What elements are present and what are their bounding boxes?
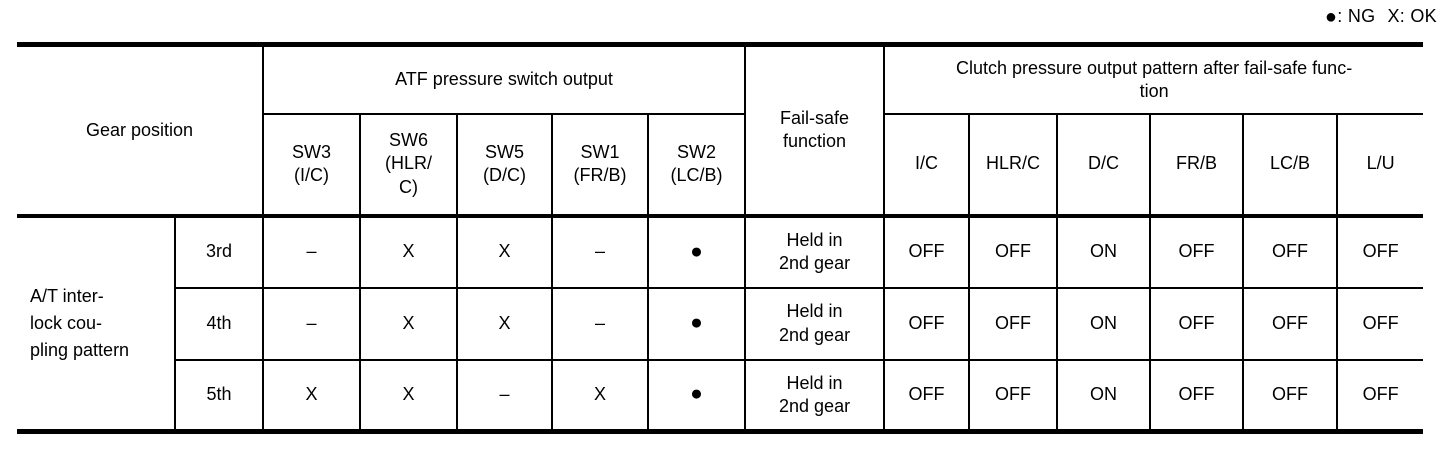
- legend-ok-label: : OK: [1399, 6, 1437, 26]
- gear-cell-5th: 5th: [174, 358, 264, 434]
- cell-5th-sw6: X: [359, 358, 458, 434]
- cell-5th-dc: ON: [1056, 358, 1152, 434]
- header-lcb: LC/B: [1242, 112, 1339, 218]
- cell-3rd-sw5: X: [456, 214, 553, 289]
- cell-3rd-lu: OFF: [1336, 214, 1424, 289]
- cell-3rd-ic: OFF: [883, 214, 971, 289]
- cell-3rd-dc: ON: [1056, 214, 1152, 289]
- cell-3rd-sw3: –: [262, 214, 361, 289]
- cell-4th-lu: OFF: [1336, 286, 1424, 361]
- cell-3rd-fail-safe: Held in 2nd gear: [744, 214, 886, 289]
- legend-ok-symbol: X: [1387, 6, 1400, 26]
- cell-5th-hlrc: OFF: [968, 358, 1059, 434]
- header-sw6: SW6 (HLR/ C): [359, 112, 458, 218]
- cell-3rd-sw6: X: [359, 214, 458, 289]
- cell-5th-lcb: OFF: [1242, 358, 1339, 434]
- cell-3rd-hlrc: OFF: [968, 214, 1059, 289]
- cell-3rd-sw1: –: [551, 214, 649, 289]
- header-sw2: SW2 (LC/B): [646, 112, 747, 218]
- gear-cell-4th: 4th: [174, 286, 264, 361]
- header-sw3: SW3 (I/C): [262, 112, 361, 218]
- cell-5th-frb: OFF: [1149, 358, 1245, 434]
- cell-4th-ic: OFF: [883, 286, 971, 361]
- cell-4th-sw1: –: [551, 286, 649, 361]
- cell-4th-fail-safe: Held in 2nd gear: [744, 286, 886, 361]
- cell-5th-sw5: –: [456, 358, 553, 434]
- cell-5th-fail-safe: Held in 2nd gear: [744, 358, 886, 434]
- table-row-5th: 5th X X – X ● Held in 2nd gear OFF OFF O…: [17, 358, 1424, 434]
- header-atf-group: ATF pressure switch output: [261, 42, 747, 115]
- legend-ng-label: : NG: [1337, 6, 1376, 26]
- header-sw1: SW1 (FR/B): [551, 112, 649, 218]
- cell-5th-sw3: X: [262, 358, 361, 434]
- cell-4th-sw6: X: [359, 286, 458, 361]
- cell-3rd-sw2: ●: [646, 214, 747, 289]
- header-hlrc: HLR/C: [968, 112, 1059, 218]
- header-frb: FR/B: [1149, 112, 1245, 218]
- cell-5th-ic: OFF: [883, 358, 971, 434]
- cell-4th-sw3: –: [262, 286, 361, 361]
- header-sw5: SW5 (D/C): [456, 112, 553, 218]
- legend: ●: NG X: OK: [1325, 6, 1437, 29]
- header-dc: D/C: [1056, 112, 1152, 218]
- header-clutch-group: Clutch pressure output pattern after fai…: [883, 42, 1424, 115]
- gear-cell-3rd: 3rd: [174, 214, 264, 289]
- table-row-3rd: A/T inter- lock cou- pling pattern 3rd –…: [17, 214, 1424, 434]
- cell-4th-sw5: X: [456, 286, 553, 361]
- header-gear-position: Gear position: [17, 42, 264, 218]
- cell-4th-frb: OFF: [1149, 286, 1245, 361]
- cell-3rd-frb: OFF: [1149, 214, 1245, 289]
- cell-5th-lu: OFF: [1336, 358, 1424, 434]
- fail-safe-function-table: Gear position ATF pressure switch output…: [17, 42, 1424, 434]
- cell-4th-sw2: ●: [646, 286, 747, 361]
- cell-4th-lcb: OFF: [1242, 286, 1339, 361]
- row-group-label: A/T inter- lock cou- pling pattern: [17, 214, 176, 434]
- legend-ng-dot-icon: ●: [1324, 6, 1338, 28]
- cell-5th-sw2: ●: [646, 358, 747, 434]
- cell-4th-hlrc: OFF: [968, 286, 1059, 361]
- cell-4th-dc: ON: [1056, 286, 1152, 361]
- cell-3rd-lcb: OFF: [1242, 214, 1339, 289]
- header-fail-safe: Fail-safe function: [744, 42, 886, 218]
- header-lu: L/U: [1336, 112, 1424, 218]
- cell-5th-sw1: X: [551, 358, 649, 434]
- table-row-4th: 4th – X X – ● Held in 2nd gear OFF OFF O…: [17, 286, 1424, 361]
- header-ic: I/C: [883, 112, 971, 218]
